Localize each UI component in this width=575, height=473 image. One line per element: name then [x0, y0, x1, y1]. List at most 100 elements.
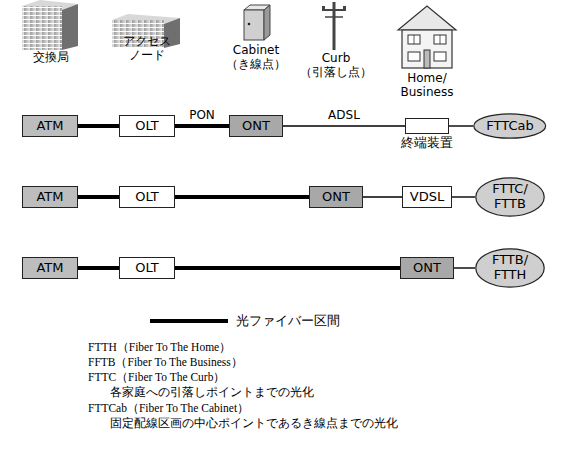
- vdsl-box: VDSL: [402, 186, 452, 208]
- house-icon: [398, 6, 456, 68]
- service-ellipse: FTTCab: [473, 113, 546, 139]
- note-text: FTTH（Fiber To The Home）: [88, 341, 231, 354]
- atm-box: ATM: [22, 115, 78, 137]
- fiber-link: [78, 266, 119, 270]
- cabinet-band-fill: [222, 20, 290, 307]
- box-label: OLT: [135, 261, 159, 276]
- column-header: Curb （引落し点）: [297, 52, 375, 80]
- note-text: 各家庭への引落しポイントまでの光化: [110, 386, 314, 399]
- ellipse-outline-shape: [476, 178, 544, 216]
- box-label: ONT: [242, 119, 270, 134]
- column-header-text: Home/ Business: [401, 72, 454, 100]
- link-label: ADSL: [328, 109, 360, 122]
- service-label: FTTCab: [486, 119, 533, 134]
- atm-box: ATM: [22, 186, 78, 208]
- exchange-building-part: [22, 6, 62, 50]
- house-icon-part: [398, 6, 456, 30]
- column-header: Cabinet （き線点）: [222, 44, 290, 72]
- box-label: ATM: [36, 119, 63, 134]
- house-icon-part: [440, 35, 441, 44]
- house-icon-part: [434, 35, 446, 44]
- fiber-link: [175, 266, 400, 270]
- service-ellipse: FTTC/ FTTB: [475, 177, 545, 217]
- box-label: OLT: [135, 190, 159, 205]
- terminal-label: 終端装置: [401, 136, 453, 151]
- fiber-link: [175, 195, 309, 199]
- utility-pole-icon-part: [322, 9, 346, 11]
- copper-link: [454, 267, 475, 268]
- legend-line: [150, 319, 228, 323]
- olt-box: OLT: [119, 186, 175, 208]
- home-band: Home/ Business 終端装置 VDSL ONT: [383, 40, 471, 307]
- box-label: ATM: [36, 261, 63, 276]
- column-header-text: 交換局: [33, 51, 69, 65]
- access-node-band: アクセス ノードOLTOLTOLT: [99, 75, 195, 307]
- curb-band-fill: [297, 20, 375, 307]
- fiber-link: [78, 124, 119, 128]
- house-icon-part: [424, 50, 430, 68]
- house-icon-part: [408, 52, 420, 61]
- exchange-building-part: [62, 4, 78, 50]
- box-label: ATM: [36, 190, 63, 205]
- home-band-fill: [383, 40, 471, 307]
- box-label: VDSL: [410, 190, 444, 205]
- copper-link: [452, 196, 475, 197]
- ellipse-outline-shape: [476, 249, 544, 287]
- column-header: アクセス ノード: [99, 35, 195, 63]
- cabinet-icon-part: [264, 5, 270, 40]
- exchange-building: [22, 0, 78, 50]
- house-icon-part: [414, 35, 415, 44]
- column-header-text: Cabinet （き線点）: [226, 44, 286, 72]
- note-text: FTTCab（Fiber To The Cabinet）: [88, 402, 249, 415]
- curb-band: Curb （引落し点） ONT: [297, 20, 375, 307]
- cabinet-icon-part: [244, 10, 264, 40]
- cabinet-icon-part: [248, 23, 251, 26]
- utility-pole-icon: [322, 2, 346, 50]
- exchange-band-fill: [3, 75, 99, 307]
- column-header-text: アクセス ノード: [123, 35, 171, 63]
- note-text: FTTC（Fiber To The Curb）: [88, 371, 225, 384]
- legend-text: 光ファイバー区間: [236, 314, 340, 328]
- exchange-band: 交換局ATMATMATM: [3, 75, 99, 307]
- box-label: OLT: [135, 119, 159, 134]
- utility-pole-icon-part: [343, 6, 346, 10]
- ont-box: ONT: [400, 257, 454, 279]
- column-header: 交換局: [3, 51, 99, 65]
- olt-box: OLT: [119, 257, 175, 279]
- legend-sample: [150, 316, 228, 326]
- olt-box: OLT: [119, 115, 175, 137]
- note-text: FFTB（Fiber To The Business）: [88, 356, 243, 369]
- utility-pole-icon-part: [322, 6, 325, 10]
- box-label: ONT: [322, 190, 350, 205]
- utility-pole-icon-part: [325, 16, 343, 18]
- fiber-link: [78, 195, 119, 199]
- house-icon-part: [402, 30, 452, 68]
- terminal-box: 終端装置: [405, 118, 449, 134]
- fiber-link: [175, 124, 229, 128]
- copper-link: [283, 125, 405, 126]
- copper-link: [363, 196, 402, 197]
- cabinet-icon: [244, 5, 270, 40]
- house-icon-part: [434, 52, 446, 61]
- column-header-text: Curb （引落し点）: [300, 52, 372, 80]
- atm-box: ATM: [22, 257, 78, 279]
- service-label: FTTC/ FTTB: [492, 182, 528, 212]
- column-header: Home/ Business: [383, 72, 471, 100]
- note-text: 固定配線区画の中心ポイントであるき線点までの光化: [110, 417, 398, 430]
- cabinet-band: Cabinet （き線点） ONT: [222, 20, 290, 307]
- service-label: FTTB/ FTTH: [492, 253, 528, 283]
- access-node-band-fill: [99, 75, 195, 307]
- box-label: ONT: [413, 261, 441, 276]
- ont-box: ONT: [309, 186, 363, 208]
- exchange-building-part: [22, 6, 62, 50]
- link-label: PON: [189, 109, 215, 122]
- ont-box: ONT: [229, 115, 283, 137]
- service-ellipse: FTTB/ FTTH: [475, 248, 545, 288]
- house-icon-part: [408, 35, 420, 44]
- legend-item: 光ファイバー区間: [150, 314, 340, 328]
- ellipse-outline-shape: [474, 114, 546, 138]
